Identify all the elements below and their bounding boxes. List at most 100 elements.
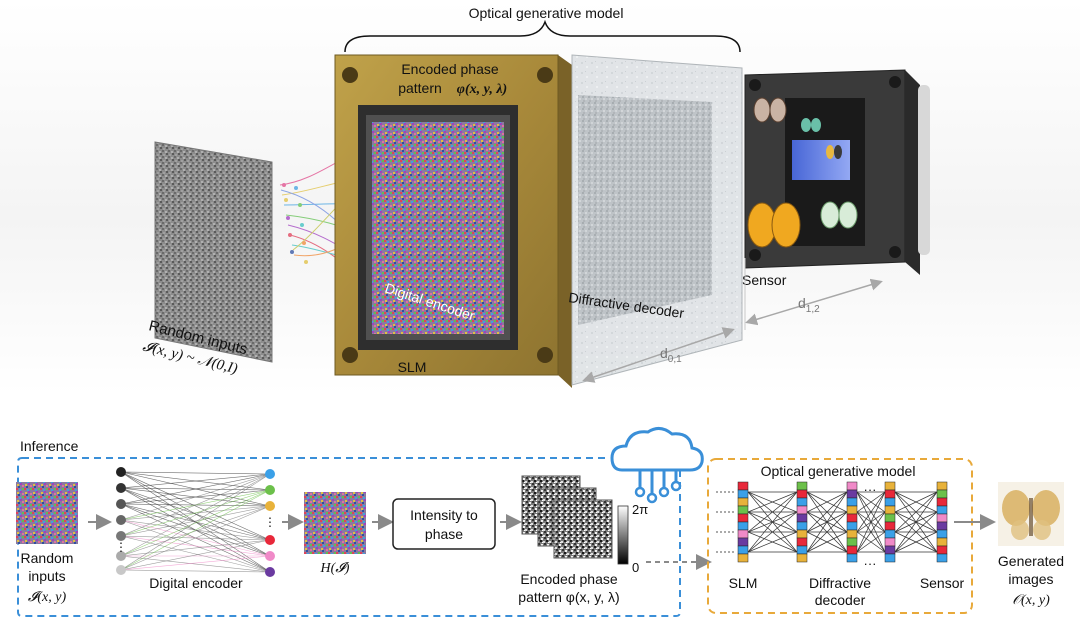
encoder-connection xyxy=(120,505,271,571)
encoder-connection xyxy=(120,473,271,537)
optical-model-box xyxy=(707,458,973,614)
random-inputs-formula: 𝓘(x, y) xyxy=(28,590,67,605)
diffractive-line1: Diffractive xyxy=(809,575,871,591)
encoder-connection xyxy=(120,505,271,557)
digital-encoder-network: ⋮⋮ xyxy=(115,467,276,577)
optical-connection xyxy=(806,491,848,533)
optical-layer-cell xyxy=(796,545,808,555)
inference-box xyxy=(17,457,681,617)
optical-layer-cell xyxy=(796,497,808,507)
generated-formula: 𝒪(x, y) xyxy=(1012,593,1050,608)
optical-connection xyxy=(747,491,798,553)
optical-layer-cell xyxy=(737,521,749,531)
optical-layer-cell xyxy=(737,537,749,547)
optical-ellipsis: ··· xyxy=(864,482,877,497)
encoded-phase-label-1: Encoded phase xyxy=(401,61,499,77)
sensor-device xyxy=(744,69,930,275)
optical-layer-cell xyxy=(796,513,808,523)
sensor-label: Sensor xyxy=(920,575,965,591)
encoded-phase-stack xyxy=(521,475,613,559)
encoder-connection xyxy=(120,489,271,571)
encoder-connection xyxy=(120,471,271,541)
optical-connection xyxy=(894,531,938,553)
encoder-connection xyxy=(120,555,271,573)
optical-layer-cell xyxy=(796,505,808,515)
encoder-output-node xyxy=(265,535,275,545)
encoder-connection xyxy=(120,555,271,571)
optical-layer-cell xyxy=(737,513,749,523)
encoder-output-node xyxy=(265,485,275,495)
optical-layer-cell xyxy=(936,513,948,523)
optical-connection xyxy=(894,491,938,533)
optical-layer-cell xyxy=(846,513,858,523)
optical-connection xyxy=(894,511,938,553)
encoder-connection xyxy=(120,505,271,537)
encoder-connection xyxy=(120,487,271,541)
slm-label: SLM xyxy=(729,575,758,591)
optical-layer-cell xyxy=(846,489,858,499)
encoder-connection xyxy=(120,489,271,537)
optical-connection xyxy=(806,511,848,553)
encoder-connection xyxy=(120,473,271,557)
optical-layer-cell xyxy=(936,545,948,555)
optical-layer-cell xyxy=(737,497,749,507)
optical-layer-cell xyxy=(846,505,858,515)
encoder-input-node xyxy=(116,499,126,509)
optical-layer-cell xyxy=(884,481,896,491)
encoded-phase-formula: φ(x, y, λ) xyxy=(457,82,507,97)
diffractive-line2: decoder xyxy=(815,592,866,608)
slm-phase-pattern xyxy=(372,122,504,334)
optical-layer-cell xyxy=(846,537,858,547)
encoder-input-node xyxy=(116,467,126,477)
optical-ellipsis: ··· xyxy=(864,556,877,571)
encoder-input-node xyxy=(116,515,126,525)
optical-connection xyxy=(856,511,886,553)
optical-layer-cell xyxy=(884,497,896,507)
optical-layer-cell xyxy=(846,529,858,539)
distance-arrow-d12 xyxy=(745,278,883,326)
optical-layer-cell xyxy=(936,489,948,499)
encoder-input-node xyxy=(116,483,126,493)
optical-model-title: Optical generative model xyxy=(761,463,916,479)
optical-layer-cell xyxy=(936,505,948,515)
encoder-connection xyxy=(120,535,271,573)
inference-pipeline: Inference Random inputs 𝓘(x, y) ⋮⋮ Digit… xyxy=(16,427,712,617)
optical-layer-cell xyxy=(846,521,858,531)
sensor-label: Sensor xyxy=(742,272,787,288)
optical-connection xyxy=(747,531,798,553)
optical-model-label: Optical generative model xyxy=(469,5,624,21)
encoder-connection xyxy=(120,473,271,571)
phase-colorbar xyxy=(617,505,629,565)
optical-layer-cell xyxy=(796,529,808,539)
optical-connection xyxy=(747,491,798,513)
encoder-connection xyxy=(120,539,271,557)
optical-layer-cell xyxy=(796,489,808,499)
optical-layer-cell xyxy=(884,553,896,563)
optical-connection xyxy=(747,491,798,533)
random-inputs-line2: inputs xyxy=(28,568,65,584)
inference-label: Inference xyxy=(20,438,79,454)
optical-layer-cell xyxy=(936,537,948,547)
distance-arrow-d01 xyxy=(582,327,735,383)
optical-connection xyxy=(806,531,848,553)
optical-layer-cell xyxy=(884,537,896,547)
optical-layer-cell xyxy=(936,553,948,563)
intensity-box-line2: phase xyxy=(425,526,463,542)
optical-layer-cell xyxy=(846,553,858,563)
optical-connection xyxy=(806,491,848,553)
encoder-output-node xyxy=(265,469,275,479)
encoder-connection xyxy=(120,535,271,557)
optical-connection xyxy=(747,511,798,553)
optical-connection xyxy=(856,491,886,513)
optical-layer-cell xyxy=(884,513,896,523)
generated-line1: Generated xyxy=(998,553,1064,569)
encoder-connection xyxy=(120,473,271,489)
optical-layer-cell xyxy=(737,529,749,539)
colorbar-min: 0 xyxy=(632,560,639,575)
optical-layer-cell xyxy=(796,481,808,491)
optical-layer-cell xyxy=(796,521,808,531)
encoder-input-node xyxy=(116,551,126,561)
random-input-screen xyxy=(154,141,273,363)
